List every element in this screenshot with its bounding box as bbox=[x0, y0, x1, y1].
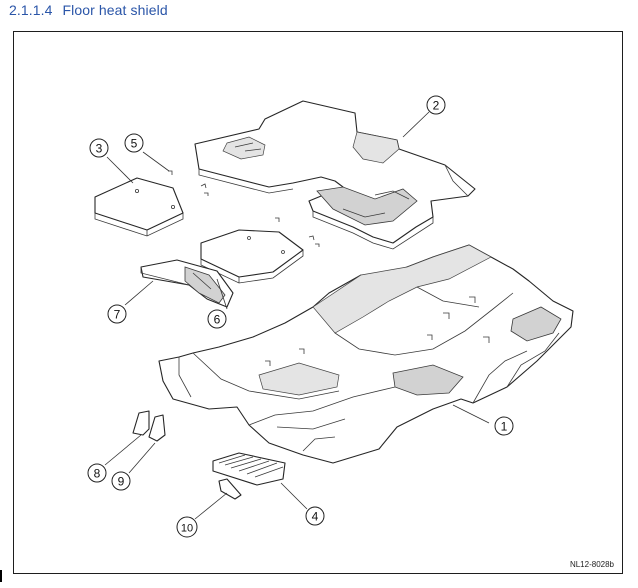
callout-9-label: 9 bbox=[118, 475, 125, 489]
callout-6: 6 bbox=[207, 309, 227, 329]
callout-4-label: 4 bbox=[312, 510, 319, 524]
edge-marker bbox=[0, 570, 2, 582]
callout-2-label: 2 bbox=[433, 99, 440, 113]
callout-6-label: 6 bbox=[214, 313, 221, 327]
callout-2: 2 bbox=[426, 95, 446, 115]
part-1-main-floor-shield bbox=[158, 244, 574, 464]
part-8-shield bbox=[132, 410, 150, 436]
part-6-pad bbox=[200, 229, 304, 284]
leader-lines bbox=[104, 111, 490, 520]
part-10-wedge bbox=[218, 478, 242, 500]
callout-9: 9 bbox=[111, 471, 131, 491]
exploded-view-diagram: 1 2 3 4 5 6 7 8 9 10 NL12-8028b bbox=[87, 95, 615, 569]
callout-4: 4 bbox=[305, 506, 325, 526]
callout-7: 7 bbox=[107, 304, 127, 324]
callout-10-label: 10 bbox=[181, 523, 193, 535]
callout-8-label: 8 bbox=[94, 467, 101, 481]
callout-5: 5 bbox=[124, 133, 144, 153]
section-title: Floor heat shield bbox=[62, 2, 168, 18]
figure-id: NL12-8028b bbox=[570, 560, 615, 569]
section-heading: 2.1.1.4 Floor heat shield bbox=[9, 2, 168, 18]
callout-8: 8 bbox=[87, 463, 107, 483]
section-number: 2.1.1.4 bbox=[9, 2, 53, 18]
callout-10: 10 bbox=[176, 516, 198, 538]
callout-7-label: 7 bbox=[114, 308, 121, 322]
part-3-pad bbox=[94, 177, 184, 237]
callout-5-label: 5 bbox=[131, 137, 138, 151]
callout-1: 1 bbox=[494, 416, 514, 436]
callout-3-label: 3 bbox=[96, 142, 103, 156]
part-7-tunnel-shield bbox=[140, 259, 234, 308]
part-5-clips bbox=[168, 170, 320, 247]
diagram-frame bbox=[13, 31, 623, 574]
callout-1-label: 1 bbox=[501, 420, 508, 434]
part-2-upper-heat-shield bbox=[194, 100, 476, 250]
part-9-shield bbox=[148, 414, 166, 442]
part-4-ribbed-pad bbox=[212, 452, 286, 486]
callout-3: 3 bbox=[89, 138, 109, 158]
